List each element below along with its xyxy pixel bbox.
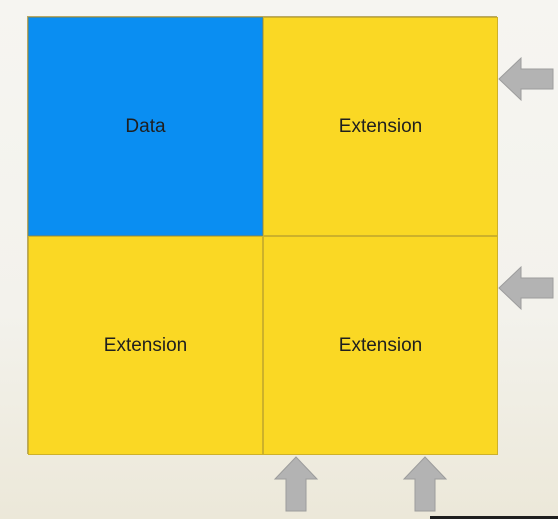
arrow-left-icon bbox=[497, 265, 555, 311]
data-cell-label: Data bbox=[125, 115, 166, 137]
extension-cell-bottom-left: Extension bbox=[28, 236, 263, 455]
extension-cell-top-right: Extension bbox=[263, 17, 498, 236]
arrow-left-icon bbox=[497, 56, 555, 102]
extension-cell-label: Extension bbox=[338, 334, 423, 356]
extension-cell-bottom-right: Extension bbox=[263, 236, 498, 455]
diagram-grid: Data Extension Extension Extension bbox=[27, 16, 498, 455]
extension-cell-label: Extension bbox=[338, 115, 423, 137]
extension-cell-label: Extension bbox=[103, 334, 188, 356]
bottom-edge-bar bbox=[430, 516, 558, 519]
data-cell: Data bbox=[28, 17, 263, 236]
arrow-up-icon bbox=[402, 455, 448, 513]
arrow-up-icon bbox=[273, 455, 319, 513]
